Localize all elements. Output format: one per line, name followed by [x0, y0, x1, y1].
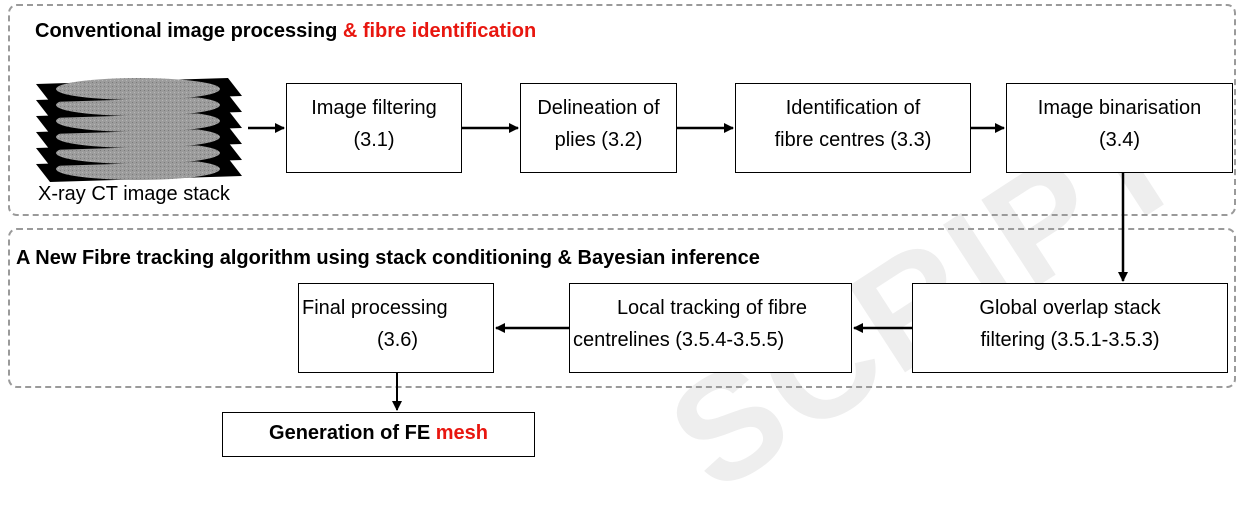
step-ref: plies (3.2): [554, 129, 643, 151]
final-output-box: Generation of FE mesh: [222, 412, 535, 457]
step-ref: (3.6): [376, 329, 419, 351]
step-ref: (3.4): [1098, 129, 1141, 151]
section1-title-highlight: & fibre identification: [342, 20, 537, 42]
section-conventional-processing: [8, 4, 1236, 216]
step-title: Delineation of: [537, 97, 660, 119]
stack-label: X-ray CT image stack: [38, 183, 230, 205]
step-global-overlap-filtering: Global overlap stack filtering (3.5.1-3.…: [912, 283, 1228, 373]
final-output-main: Generation of FE: [269, 422, 436, 444]
step-local-tracking: Local tracking of fibre centrelines (3.5…: [569, 283, 852, 373]
section1-title-main: Conventional image processing: [35, 20, 343, 42]
final-output-highlight: mesh: [435, 422, 488, 444]
stack-slice-disk: [56, 78, 220, 100]
step-title: Image filtering: [311, 97, 437, 119]
flow-arrows: [248, 123, 1128, 411]
step-ref: (3.1): [353, 129, 395, 151]
step-ref: centrelines (3.5.4-3.5.5): [573, 329, 785, 351]
step-ref: fibre centres (3.3): [774, 129, 932, 151]
step-image-filtering: Image filtering (3.1): [286, 83, 462, 173]
step-title: Identification of: [785, 97, 921, 119]
section-fibre-tracking: [8, 228, 1236, 388]
section1-title: Conventional image processing & fibre id…: [35, 20, 536, 43]
step-image-binarisation: Image binarisation (3.4): [1006, 83, 1233, 173]
step-delineation-of-plies: Delineation of plies (3.2): [520, 83, 677, 173]
step-title: Local tracking of fibre: [616, 297, 808, 319]
step-ref: filtering (3.5.1-3.5.3): [980, 329, 1160, 351]
step-title: Final processing: [302, 297, 448, 319]
step-final-processing: Final processing (3.6): [298, 283, 494, 373]
ct-image-stack-icon: [36, 78, 242, 182]
section2-title: A New Fibre tracking algorithm using sta…: [16, 247, 760, 269]
step-title: Image binarisation: [1037, 97, 1202, 119]
step-identification-fibre-centres: Identification of fibre centres (3.3): [735, 83, 971, 173]
step-title: Global overlap stack: [979, 297, 1161, 319]
